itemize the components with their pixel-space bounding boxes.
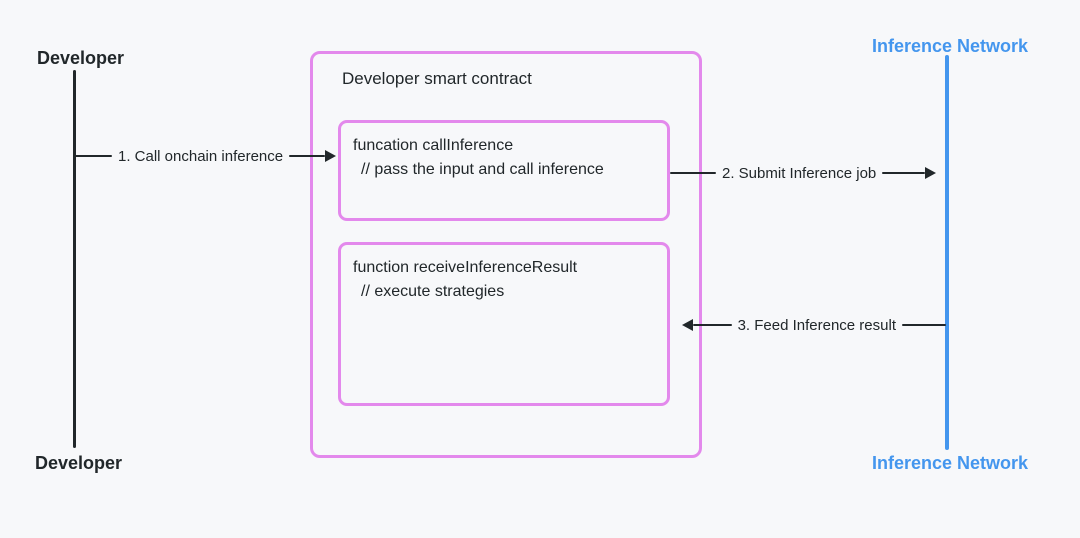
function-signature: funcation callInference <box>353 137 514 154</box>
function-comment: // execute strategies <box>361 283 505 300</box>
inference-network-lifeline <box>945 55 949 450</box>
function-box-receive-inference-result: function receiveInferenceResult // execu… <box>338 242 670 406</box>
arrow-right-icon <box>925 167 936 179</box>
arrow-left-icon <box>682 319 693 331</box>
arrow-label: 1. Call onchain inference <box>118 147 284 165</box>
arrow-line <box>902 323 946 327</box>
arrow-right-icon <box>325 150 336 162</box>
function-box-call-inference: funcation callInference // pass the inpu… <box>338 120 670 221</box>
arrow-call-onchain-inference: 1. Call onchain inference <box>74 146 336 166</box>
smart-contract-title: Developer smart contract <box>342 69 532 88</box>
arrow-line <box>74 154 112 158</box>
developer-label-bottom: Developer <box>35 453 123 473</box>
arrow-line <box>289 154 325 158</box>
function-signature: function receiveInferenceResult <box>353 259 578 276</box>
arrow-line <box>670 171 716 175</box>
arrow-line <box>882 171 925 175</box>
inference-network-label-top: Inference Network <box>872 36 1029 56</box>
function-comment: // pass the input and call inference <box>361 161 604 178</box>
arrow-label: 2. Submit Inference job <box>722 164 877 182</box>
arrow-submit-inference-job: 2. Submit Inference job <box>670 163 936 183</box>
inference-network-label-bottom: Inference Network <box>872 453 1029 473</box>
smart-contract-box <box>310 51 702 458</box>
arrow-label: 3. Feed Inference result <box>737 316 896 334</box>
developer-label-top: Developer <box>37 48 125 68</box>
developer-lifeline <box>73 70 76 448</box>
arrow-feed-inference-result: 3. Feed Inference result <box>682 315 946 335</box>
arrow-line <box>693 323 732 327</box>
